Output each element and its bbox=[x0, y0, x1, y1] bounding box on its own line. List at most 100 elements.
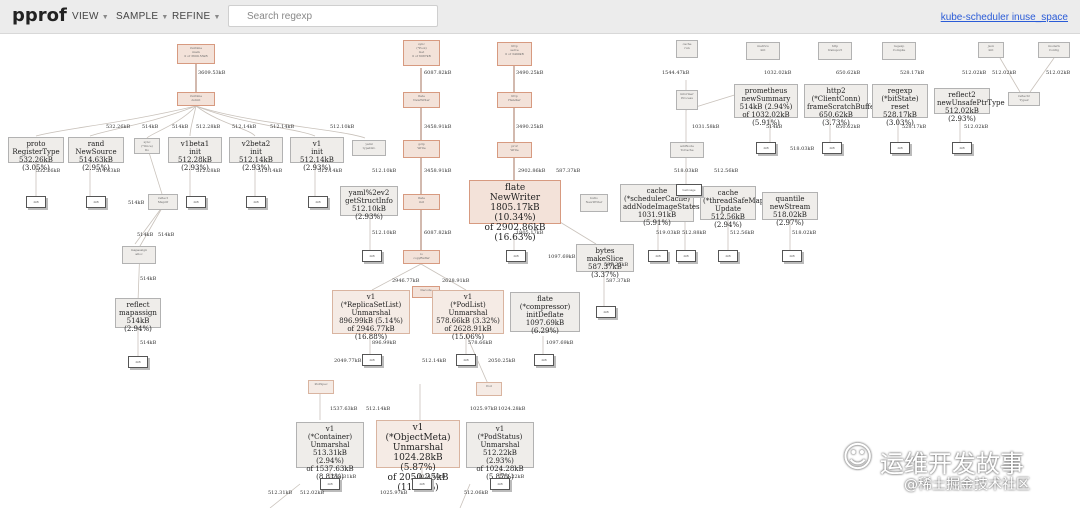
leaf-node[interactable]: 4kB bbox=[456, 354, 476, 366]
leaf-node[interactable]: 4kB bbox=[362, 250, 382, 262]
edge-label: 1024.28kB bbox=[498, 406, 526, 412]
profile-link[interactable]: kube-scheduler inuse_space bbox=[940, 12, 1068, 23]
leaf-node[interactable]: 4kB bbox=[26, 196, 46, 208]
leaf-node[interactable]: 4kB bbox=[890, 142, 910, 154]
leaf-node[interactable]: 4kB bbox=[246, 196, 266, 208]
leaf-node[interactable]: 4kB bbox=[648, 250, 668, 262]
leaf-node[interactable]: 4kB bbox=[186, 196, 206, 208]
leaf-node[interactable]: 4kB bbox=[676, 250, 696, 262]
graph-node[interactable]: sync(*Once)Do bbox=[134, 138, 160, 154]
menu-sample[interactable]: SAMPLE▼ bbox=[116, 11, 169, 22]
leaf-node[interactable]: GetImage bbox=[676, 184, 702, 196]
menu-view[interactable]: VIEW▼ bbox=[72, 11, 109, 22]
leaf-node[interactable]: 4kB bbox=[128, 356, 148, 368]
leaf-node[interactable]: 4kB bbox=[320, 478, 340, 490]
leaf-node[interactable]: 4kB bbox=[86, 196, 106, 208]
edge-label: 518.03kB bbox=[790, 146, 815, 152]
leaf-node[interactable]: 4kB bbox=[822, 142, 842, 154]
edge-label: 3458.91kB bbox=[424, 168, 452, 174]
edge-label: 528.17kB bbox=[902, 124, 927, 130]
edge-label: 578.66kB bbox=[468, 340, 493, 346]
chevron-down-icon: ▼ bbox=[213, 14, 221, 21]
menu-refine[interactable]: REFINE▼ bbox=[172, 11, 221, 22]
edge-label: 512.28kB bbox=[196, 168, 221, 174]
edge-label: 1025.97kB bbox=[470, 406, 498, 412]
leaf-node[interactable]: 4kB bbox=[952, 142, 972, 154]
edge-label: 518.03kB bbox=[674, 168, 699, 174]
leaf-node[interactable]: 4kB bbox=[756, 142, 776, 154]
leaf-node[interactable]: 4kB bbox=[782, 250, 802, 262]
leaf-node[interactable]: 4kB bbox=[534, 354, 554, 366]
leaf-node[interactable]: 4kB bbox=[412, 478, 432, 490]
leaf-node[interactable]: 4kB bbox=[506, 250, 526, 262]
watermark-title: 运维开发故事 bbox=[880, 450, 1024, 478]
edge-label: 514kB bbox=[158, 232, 175, 238]
leaf-node[interactable]: 4kB bbox=[308, 196, 328, 208]
graph-node[interactable]: Pod bbox=[476, 382, 502, 396]
edge-label: 2628.91kB bbox=[442, 278, 470, 284]
edge-label: 1032.02kB bbox=[764, 70, 792, 76]
leaf-node[interactable]: 4kB bbox=[490, 478, 510, 490]
app-title: pprof bbox=[12, 5, 67, 26]
edge-label: 2902.86kB bbox=[518, 168, 546, 174]
edge-label: 3458.91kB bbox=[424, 124, 452, 130]
leaf-node[interactable]: 4kB bbox=[362, 354, 382, 366]
edge-label: 3609.53kB bbox=[198, 70, 226, 76]
edge-label: 587.37kB bbox=[556, 168, 581, 174]
edge-label: 514kB bbox=[142, 124, 159, 130]
leaf-node[interactable]: 4kB bbox=[718, 250, 738, 262]
edge-label: 2050.25kB bbox=[488, 358, 516, 364]
graph-node[interactable]: PodSpec bbox=[308, 380, 334, 394]
edge-label: 1031.58kB bbox=[692, 124, 720, 130]
wechat-icon: ☺ bbox=[842, 440, 874, 475]
leaf-node[interactable]: 4kB bbox=[596, 306, 616, 318]
edge-label: 512.28kB bbox=[196, 124, 221, 130]
search-input[interactable]: Search regexp bbox=[228, 5, 438, 27]
